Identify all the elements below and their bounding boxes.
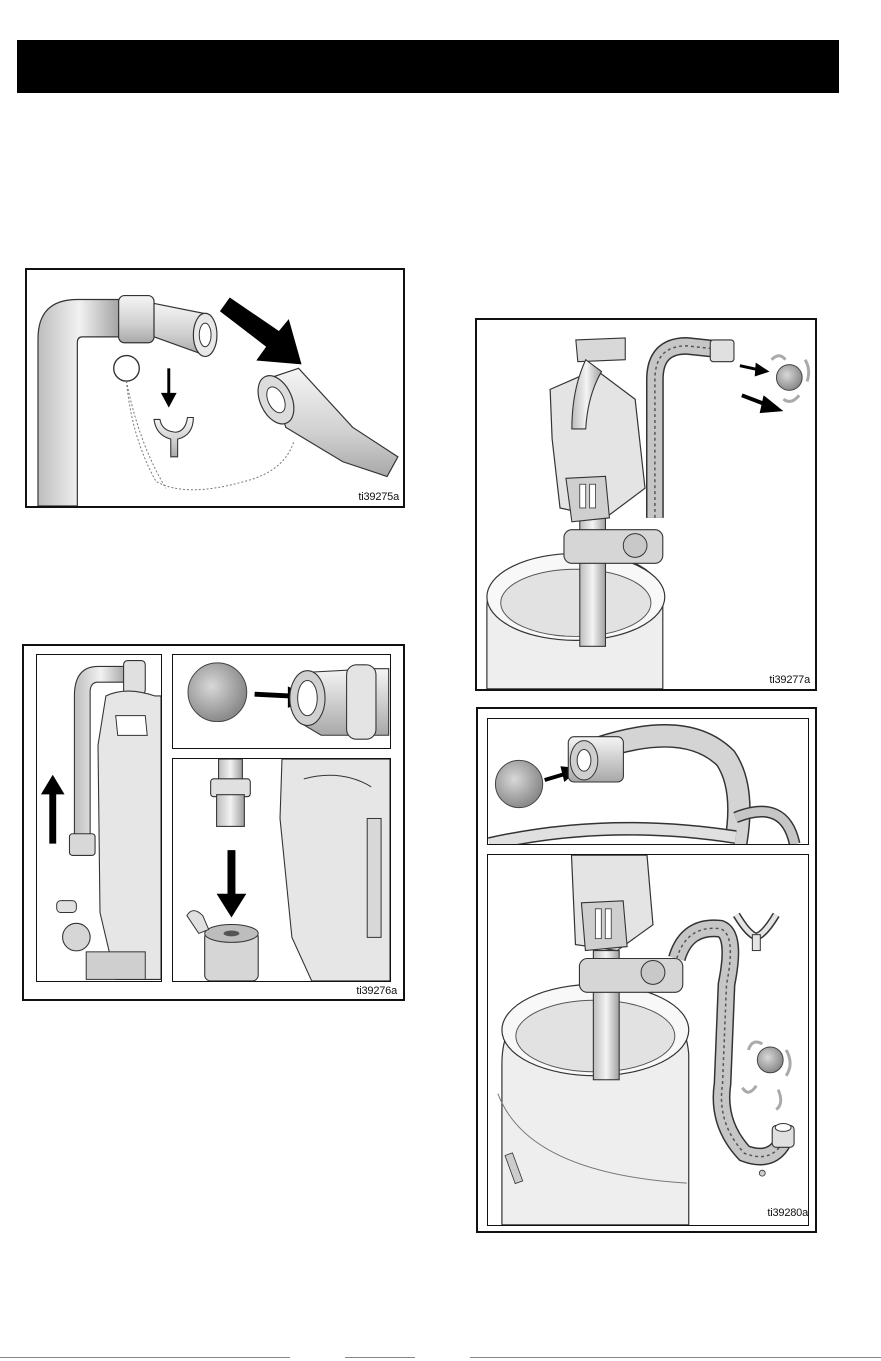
figure-ball-insertion: ti39276a [22,644,405,1001]
panel-pipe-insertion [172,758,391,982]
nozzle-removal-illustration [27,270,403,506]
panel-ball-into-pipe [172,654,391,749]
figure-id: ti39280a [767,1207,808,1219]
panel-ball-into-hose [487,718,809,845]
figure-id: ti39277a [769,674,810,686]
footer-rule [345,1357,415,1358]
panel-pipe-lift [36,654,162,982]
ball-into-pipe-illustration [173,655,390,748]
footer-rule [470,1357,881,1358]
pump-ball-expel-illustration [477,320,815,689]
figure-id: ti39276a [356,985,397,997]
figure-pump-ball-expel: ti39277a [475,318,817,691]
pipe-lift-illustration [37,655,161,981]
footer-rule [0,1357,290,1358]
figure-id: ti39275a [358,491,399,503]
section-header-bar [17,40,839,93]
ball-into-hose-illustration [488,719,808,844]
pump-hose-flush-illustration [488,855,808,1225]
figure-nozzle-removal: ti39275a [25,268,405,508]
panel-pump-hose-flush [487,854,809,1226]
figure-ball-hose-flush: ti39280a [476,707,817,1233]
pipe-insertion-illustration [173,759,390,981]
